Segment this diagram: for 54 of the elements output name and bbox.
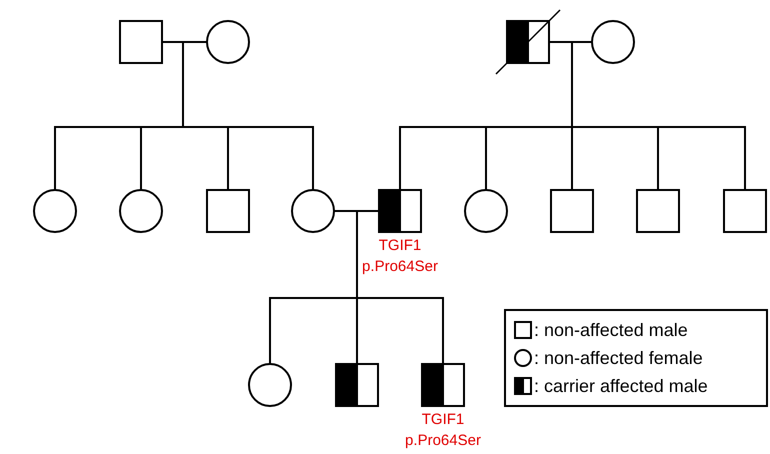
deceased-affected-male-square bbox=[494, 8, 562, 76]
female-circle bbox=[248, 363, 292, 407]
descent-line bbox=[54, 126, 56, 190]
descent-line bbox=[657, 126, 746, 128]
descent-line bbox=[442, 297, 444, 364]
descent-line bbox=[399, 126, 487, 128]
legend-text: : non-affected male bbox=[534, 319, 688, 341]
descent-line bbox=[162, 41, 184, 43]
descent-line bbox=[571, 126, 573, 190]
descent-line bbox=[140, 126, 184, 128]
descent-line bbox=[334, 210, 358, 212]
descent-line bbox=[657, 126, 659, 190]
variant-label: p.Pro64Ser bbox=[405, 432, 481, 450]
gene-label: TGIF1 bbox=[378, 237, 422, 255]
descent-line bbox=[571, 41, 592, 43]
descent-line bbox=[269, 297, 358, 299]
male-square bbox=[550, 189, 594, 233]
affected-male-square bbox=[378, 189, 422, 233]
descent-line bbox=[227, 126, 229, 190]
descent-line bbox=[312, 126, 314, 190]
descent-line bbox=[399, 126, 401, 190]
female-circle bbox=[33, 189, 77, 233]
descent-line bbox=[182, 41, 184, 128]
descent-line bbox=[485, 126, 573, 128]
descent-line bbox=[744, 126, 746, 190]
affected-male-square bbox=[421, 363, 465, 407]
descent-line bbox=[356, 297, 358, 364]
female-circle bbox=[119, 189, 163, 233]
descent-line bbox=[182, 41, 207, 43]
descent-line bbox=[549, 41, 573, 43]
legend-text: : non-affected female bbox=[534, 347, 703, 369]
variant-label: p.Pro64Ser bbox=[362, 258, 438, 276]
female-circle bbox=[591, 20, 635, 64]
descent-line bbox=[356, 297, 444, 299]
descent-line bbox=[571, 126, 659, 128]
descent-line bbox=[182, 126, 229, 128]
descent-line bbox=[140, 126, 142, 190]
female-circle bbox=[206, 20, 250, 64]
male-square bbox=[636, 189, 680, 233]
male-square bbox=[119, 20, 163, 64]
descent-line bbox=[269, 297, 271, 364]
female-circle bbox=[464, 189, 508, 233]
affected-male-square bbox=[335, 363, 379, 407]
descent-line bbox=[356, 210, 379, 212]
legend-text: : carrier affected male bbox=[534, 375, 708, 397]
descent-line bbox=[54, 126, 142, 128]
descent-line bbox=[571, 41, 573, 128]
gene-label: TGIF1 bbox=[422, 411, 464, 429]
descent-line bbox=[356, 210, 358, 299]
female-circle bbox=[291, 189, 335, 233]
male-square bbox=[723, 189, 767, 233]
descent-line bbox=[227, 126, 314, 128]
descent-line bbox=[485, 126, 487, 190]
male-square bbox=[206, 189, 250, 233]
